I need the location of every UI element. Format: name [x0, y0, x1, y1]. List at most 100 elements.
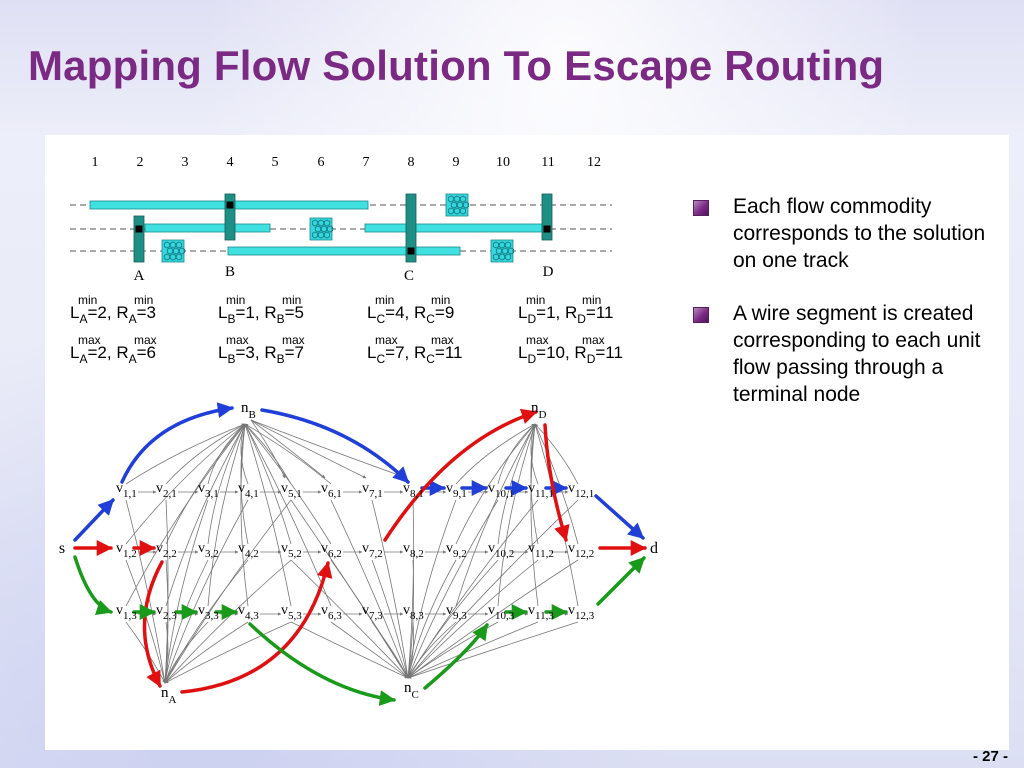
pad-hex	[317, 219, 325, 227]
constraint-max-tag: max	[582, 333, 605, 347]
wire-segment	[364, 223, 549, 233]
vertex-v5-2: v5,2	[281, 541, 302, 560]
constraint-min-tag: min	[226, 293, 245, 307]
capacity-edge	[407, 499, 539, 679]
bullet-item: Each flow commodity corresponds to the s…	[690, 193, 1000, 274]
terminal-bar	[133, 215, 145, 263]
capacity-edge	[250, 419, 367, 479]
capacity-edge	[371, 499, 410, 679]
terminal-label-D: D	[543, 264, 554, 280]
capacity-edge	[164, 621, 249, 684]
constraint-min-tag: min	[431, 293, 450, 307]
pad-hex	[178, 247, 186, 255]
capacity-edge	[240, 423, 249, 607]
column-number-5: 5	[272, 155, 279, 170]
column-number-11: 11	[541, 155, 554, 170]
capacity-edge	[164, 621, 292, 684]
capacity-edge	[407, 559, 539, 679]
capacity-edge	[407, 559, 457, 679]
flow-red-edge	[543, 423, 570, 542]
constraint-max-tag: max	[134, 333, 157, 347]
source-node-s: s	[59, 540, 65, 557]
capacity-edge	[406, 559, 415, 679]
flow-red-edge	[383, 408, 538, 542]
constraint-max-tag: max	[78, 333, 101, 347]
capacity-edge	[125, 559, 166, 684]
capacity-edge	[330, 621, 409, 679]
constraint-D-min: LD=1, RD=11	[518, 303, 614, 326]
vertex-v6-2: v6,2	[321, 541, 342, 560]
capacity-edge	[244, 423, 292, 607]
vertex-v1-3: v1,3	[116, 603, 137, 622]
vertex-v12-3: v12,3	[568, 603, 595, 622]
pad-hex	[507, 247, 515, 255]
constraint-max-tag: max	[226, 333, 249, 347]
capacity-edge	[207, 423, 246, 607]
constraint-max-tag: max	[282, 333, 305, 347]
constraint-max-tag: max	[431, 333, 454, 347]
pad-hex	[166, 247, 174, 255]
capacity-edge	[290, 499, 409, 679]
capacity-edge	[240, 423, 249, 485]
capacity-edge	[165, 423, 246, 545]
vertex-v6-1: v6,1	[321, 481, 342, 500]
capacity-edge	[163, 559, 209, 684]
terminal-bar	[224, 193, 236, 241]
pad-hex	[492, 253, 500, 261]
capacity-edge	[165, 423, 246, 485]
capacity-edge	[407, 559, 579, 679]
page-number: - 27 -	[972, 748, 1008, 765]
capacity-edge	[125, 423, 246, 545]
capacity-edge	[250, 419, 286, 479]
pad-hex	[492, 241, 500, 249]
constraint-B-max: LB=3, RB=7	[218, 343, 304, 366]
vertex-v8-1: v8,1	[403, 481, 424, 500]
flow-red-edge	[142, 560, 164, 688]
vertex-v10-2: v10,2	[488, 541, 514, 560]
capacity-edge	[407, 499, 499, 679]
constraint-A-min: LA=2, RA=3	[70, 303, 156, 326]
pad-hex	[323, 231, 331, 239]
terminal-node-nD: nD	[531, 400, 547, 421]
blocked-pad	[445, 193, 470, 217]
capacity-edge	[530, 423, 539, 607]
bullet-list: Each flow commodity corresponds to the s…	[690, 193, 1000, 434]
vertex-v7-1: v7,1	[362, 481, 383, 500]
pad-hex	[311, 231, 319, 239]
capacity-edge	[455, 423, 536, 607]
pad-hex	[323, 219, 331, 227]
vertex-v7-2: v7,2	[362, 541, 383, 560]
constraint-B-min: LB=1, RB=5	[218, 303, 304, 326]
terminal-pin	[226, 201, 234, 209]
capacity-edge	[407, 499, 579, 679]
terminal-pin	[543, 225, 551, 233]
bullet-text: Each flow commodity corresponds to the s…	[733, 195, 986, 272]
pad-hex	[163, 253, 171, 261]
flow-blue-edge	[120, 402, 234, 484]
terminal-pin	[407, 247, 415, 255]
blocked-pad	[309, 217, 334, 241]
pad-hex	[311, 219, 319, 227]
bullet-text: A wire segment is created corresponding …	[733, 302, 981, 406]
constraint-min-tag: min	[526, 293, 545, 307]
slide-title: Mapping Flow Solution To Escape Routing	[28, 42, 885, 89]
flow-blue-edge	[594, 494, 645, 540]
column-number-10: 10	[496, 155, 510, 170]
capacity-edge	[164, 499, 249, 684]
pad-hex	[501, 247, 509, 255]
flow-red-edge	[180, 561, 333, 694]
pad-hex	[498, 241, 506, 249]
column-number-2: 2	[137, 155, 144, 170]
pad-hex	[462, 201, 470, 209]
vertex-v10-1: v10,1	[488, 481, 514, 500]
capacity-edge	[125, 499, 167, 684]
pad-hex	[495, 247, 503, 255]
pad-hex	[175, 253, 183, 261]
vertex-v12-1: v12,1	[568, 481, 594, 500]
capacity-edge	[534, 423, 579, 485]
sink-node-d: d	[650, 540, 658, 557]
capacity-edge	[497, 423, 536, 607]
vertex-v3-3: v3,3	[198, 603, 219, 622]
